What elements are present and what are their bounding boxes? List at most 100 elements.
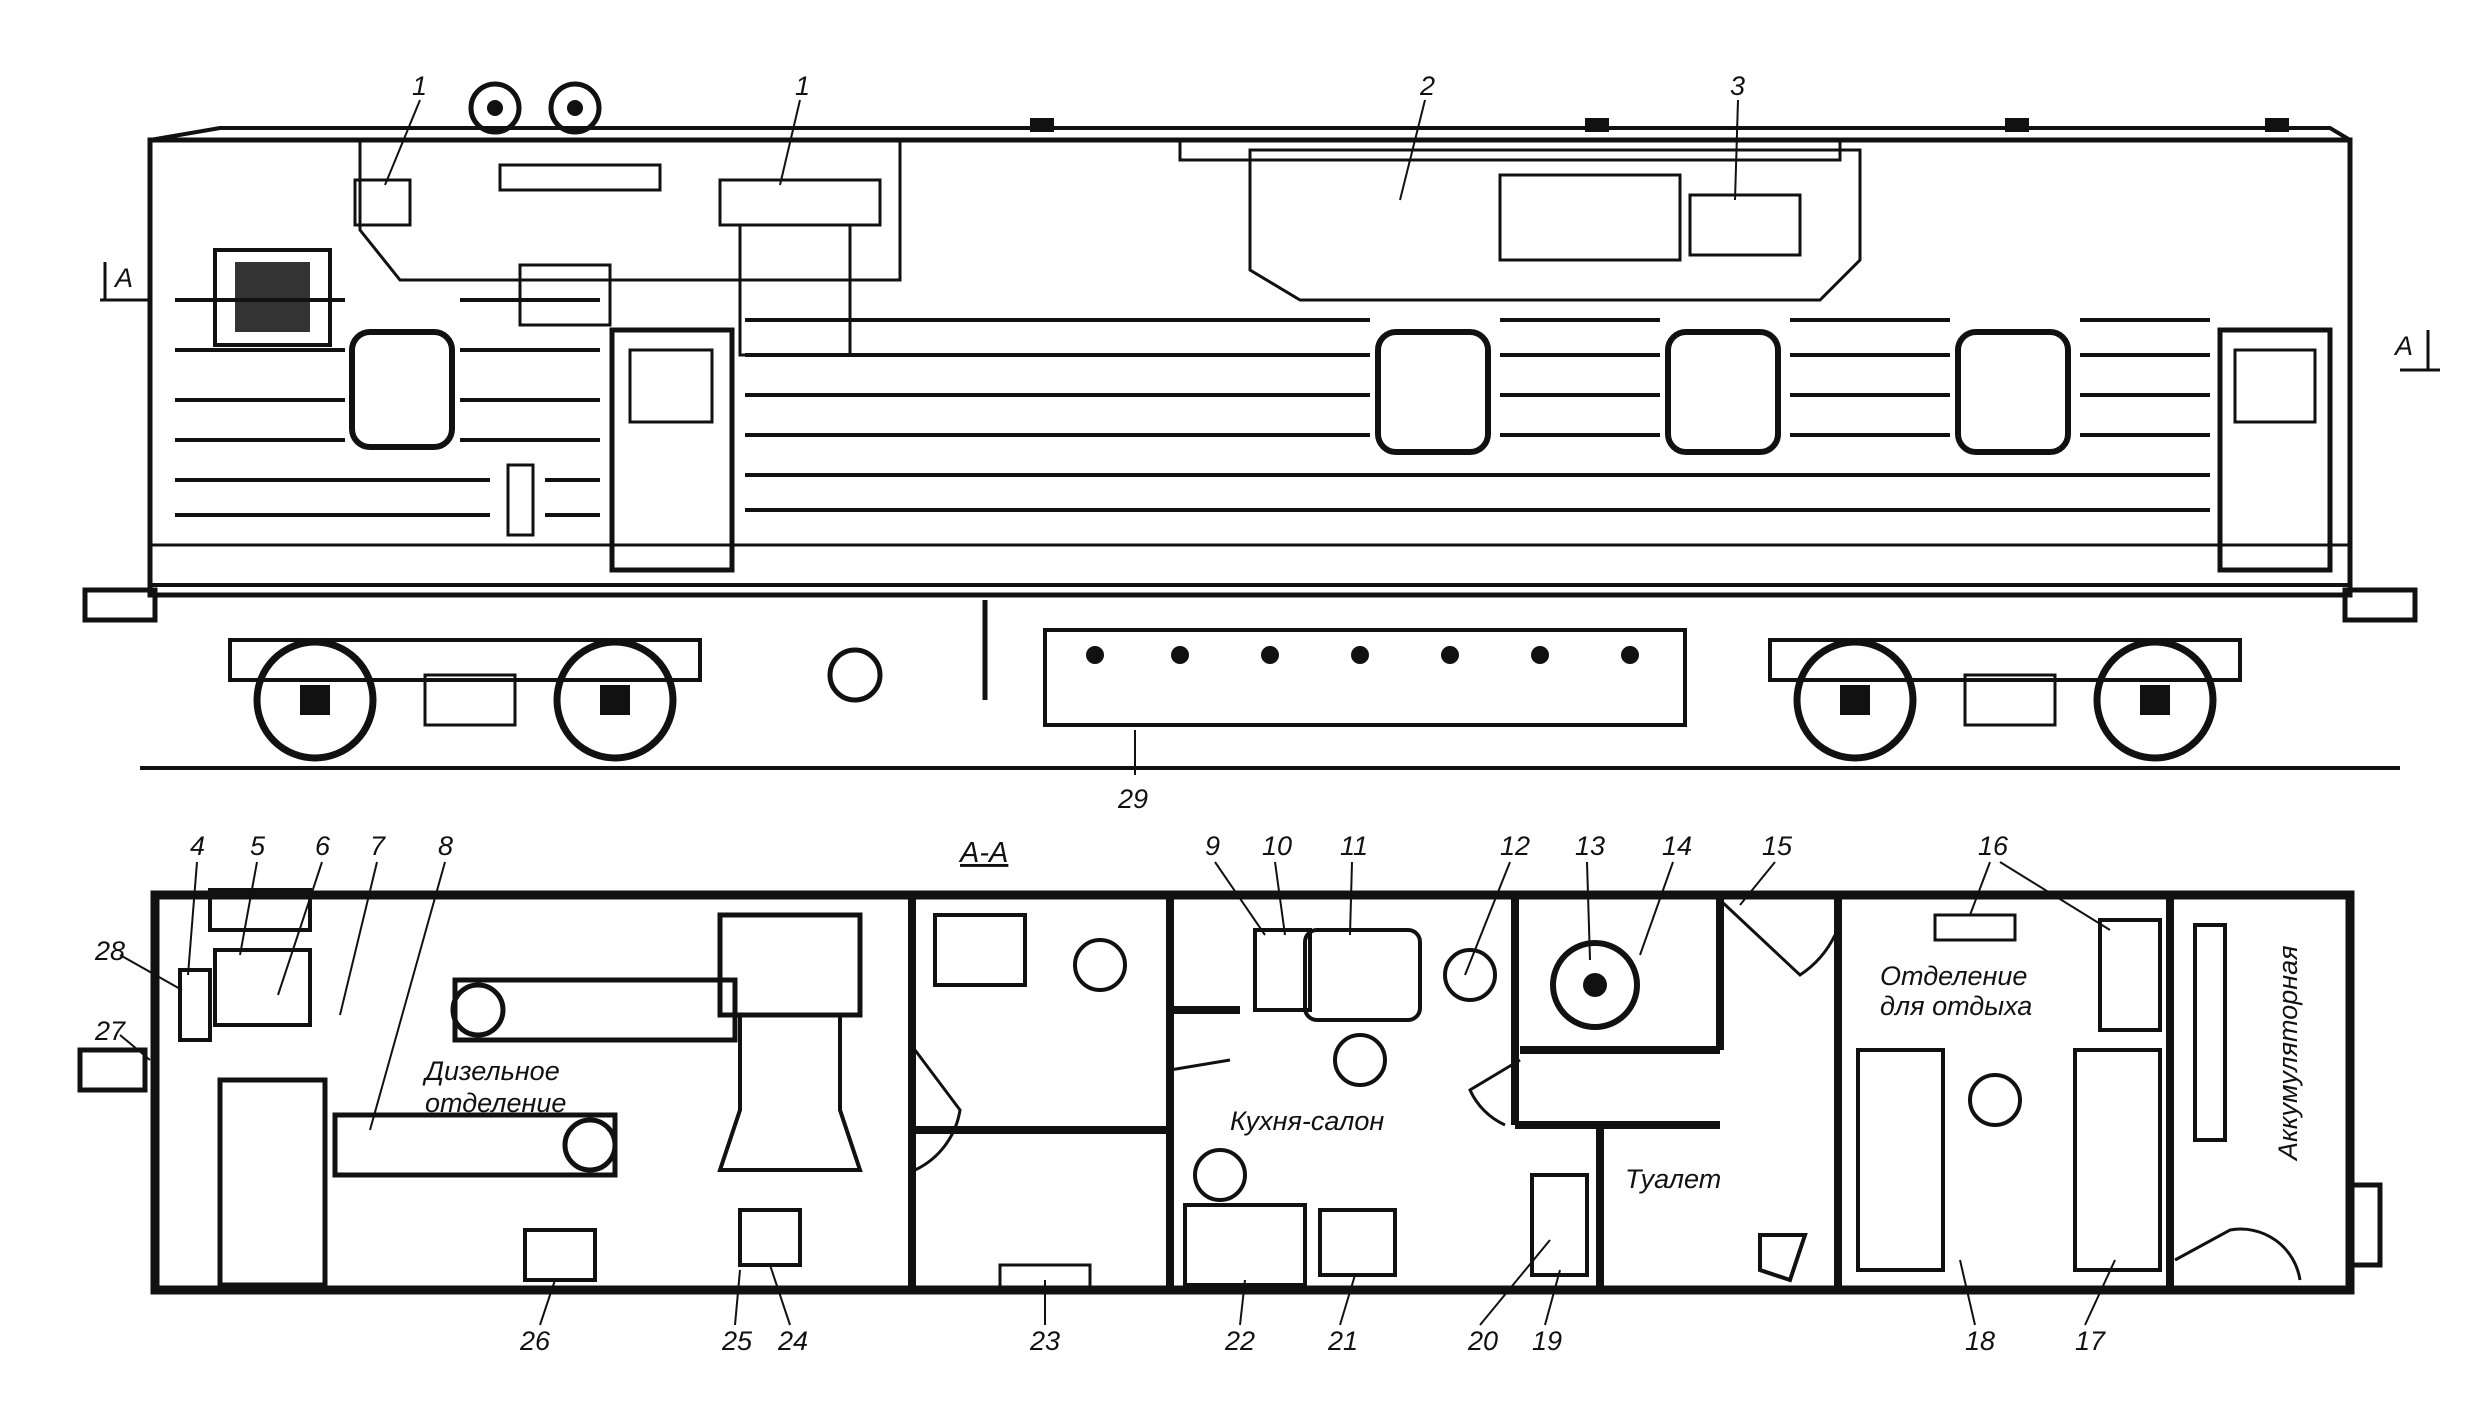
callout-23: 23 bbox=[1029, 1326, 1060, 1356]
coupler-right bbox=[2342, 587, 2418, 623]
callout-1-right: 1 bbox=[795, 71, 810, 101]
boiler-13 bbox=[1550, 940, 1640, 1030]
section-mark-left: A bbox=[113, 263, 133, 293]
callout-27: 27 bbox=[94, 1016, 126, 1046]
callout-4: 4 bbox=[190, 831, 205, 861]
compressor-unit bbox=[1498, 173, 1682, 262]
callout-17: 17 bbox=[2075, 1326, 2106, 1356]
equipment-3 bbox=[1688, 193, 1802, 257]
door-left-window bbox=[628, 348, 714, 424]
plan-leader-lines bbox=[119, 861, 2116, 1326]
bogie-right bbox=[1768, 638, 2242, 762]
radiator-duct bbox=[717, 1013, 863, 1172]
boiler-13-core bbox=[1583, 973, 1607, 997]
battery-box bbox=[2193, 923, 2227, 1142]
equipment-1b bbox=[718, 178, 882, 227]
cabinet-10 bbox=[1253, 928, 1312, 1012]
label-diesel-line2: отделение bbox=[425, 1088, 566, 1118]
door-swings bbox=[913, 898, 2302, 1281]
equipment-1a bbox=[353, 178, 412, 227]
callout-2: 2 bbox=[1419, 71, 1435, 101]
berth-18 bbox=[1856, 1048, 1945, 1272]
fuel-tank-bolts bbox=[1086, 646, 1639, 664]
callout-11: 11 bbox=[1340, 831, 1368, 861]
bogie-spring bbox=[423, 673, 517, 727]
plan-partitions bbox=[908, 899, 2174, 1286]
callout-3: 3 bbox=[1730, 71, 1745, 101]
side-door-left bbox=[609, 327, 735, 573]
wheel bbox=[2093, 638, 2217, 762]
grille-mesh bbox=[235, 262, 310, 332]
roof-vent-2 bbox=[1585, 118, 1609, 132]
door-right-window bbox=[2233, 348, 2317, 424]
callout-22: 22 bbox=[1224, 1326, 1255, 1356]
toilet-bowl bbox=[1758, 1233, 1808, 1283]
exhaust-silencer bbox=[217, 1077, 328, 1288]
radiator-block bbox=[738, 223, 852, 357]
sink-21 bbox=[1318, 1208, 1397, 1277]
roof-fan-left bbox=[468, 81, 522, 135]
callout-9: 9 bbox=[1205, 831, 1220, 861]
compressor-24 bbox=[738, 1208, 802, 1267]
callout-26: 26 bbox=[519, 1326, 551, 1356]
roof-equipment-housing-2 bbox=[1248, 148, 1862, 302]
callout-10: 10 bbox=[1262, 831, 1292, 861]
end-cabinet-28 bbox=[178, 968, 212, 1042]
roof-panel bbox=[498, 163, 662, 192]
coupler-left bbox=[82, 587, 158, 623]
ventilation-grille bbox=[213, 248, 332, 347]
roof-fan-left-hub bbox=[487, 100, 503, 116]
roof-equipment-housing-1 bbox=[358, 138, 902, 282]
window-1 bbox=[349, 329, 455, 450]
section-title: А-А bbox=[958, 837, 1008, 869]
callout-15: 15 bbox=[1762, 831, 1793, 861]
callout-16: 16 bbox=[1978, 831, 2009, 861]
wheel bbox=[1793, 638, 1917, 762]
louver-panel bbox=[518, 263, 612, 327]
generator-upper-end bbox=[450, 982, 506, 1038]
bogie-left bbox=[228, 638, 702, 762]
callout-14: 14 bbox=[1662, 831, 1692, 861]
plan-view: А-А bbox=[77, 831, 2383, 1356]
plan-round-fixtures bbox=[1073, 938, 2022, 1202]
side-leader-lines bbox=[384, 99, 1739, 775]
fuel-tank bbox=[1043, 628, 1687, 727]
callout-19: 19 bbox=[1532, 1326, 1562, 1356]
plan-coupler-right bbox=[2347, 1182, 2383, 1268]
roof-vent-3 bbox=[2005, 118, 2029, 132]
roof-hatch bbox=[1178, 138, 1842, 162]
callout-28: 28 bbox=[94, 936, 125, 966]
window-2 bbox=[1375, 329, 1491, 455]
roof-vent-4 bbox=[2265, 118, 2289, 132]
diesel-generator-upper bbox=[452, 977, 738, 1043]
rest-shelf bbox=[1933, 913, 2017, 942]
wheel bbox=[253, 638, 377, 762]
roof-fan-right-hub bbox=[567, 100, 583, 116]
callout-24: 24 bbox=[777, 1326, 808, 1356]
body-corrugations bbox=[175, 298, 2210, 517]
air-cleaner bbox=[213, 948, 312, 1027]
table-11 bbox=[1303, 928, 1422, 1022]
wheel bbox=[553, 638, 677, 762]
callout-6: 6 bbox=[315, 831, 331, 861]
seat-23a bbox=[933, 913, 1027, 987]
plan-outer-wall bbox=[150, 890, 2355, 1295]
callout-12: 12 bbox=[1500, 831, 1530, 861]
locker-16 bbox=[2098, 918, 2162, 1032]
callout-7: 7 bbox=[370, 831, 386, 861]
label-diesel-line1: Дизельное bbox=[422, 1056, 560, 1086]
label-toilet: Туалет bbox=[1625, 1164, 1721, 1194]
washbasin-20 bbox=[1530, 1173, 1589, 1277]
ladder-marking bbox=[506, 463, 535, 537]
callout-20: 20 bbox=[1467, 1326, 1498, 1356]
fuel-pump-26 bbox=[523, 1228, 597, 1282]
roof-line bbox=[149, 126, 2352, 142]
callout-8: 8 bbox=[438, 831, 453, 861]
callout-1-left: 1 bbox=[412, 71, 427, 101]
generator-lower-end bbox=[562, 1117, 618, 1173]
callout-13: 13 bbox=[1575, 831, 1605, 861]
roof-fan-right bbox=[548, 81, 602, 135]
brake-cylinder bbox=[827, 647, 883, 703]
